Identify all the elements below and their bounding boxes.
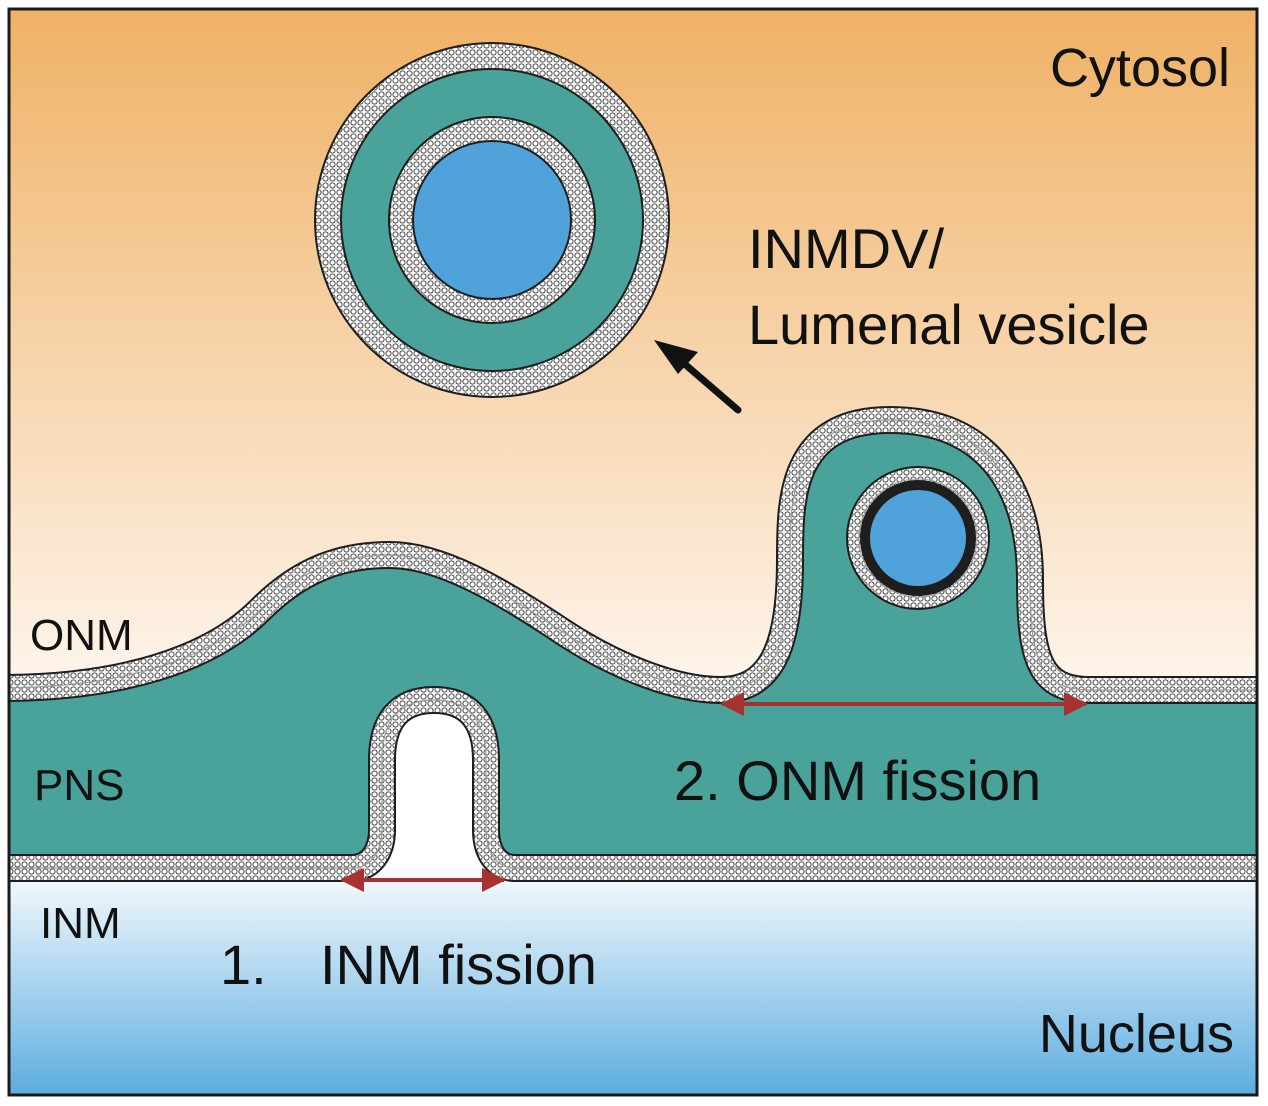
step1-label: INM fission <box>320 933 597 996</box>
nucleus-label: Nucleus <box>1039 1004 1234 1064</box>
vesicle-label-line2: Lumenal vesicle <box>748 293 1150 356</box>
inmdv-lumen <box>414 142 570 298</box>
step1-number: 1. <box>220 933 267 996</box>
step2-label: 2. ONM fission <box>674 749 1041 812</box>
figure-frame <box>7 7 1259 1097</box>
vesicle-label-line1: INMDV/ <box>748 217 944 280</box>
nucleus-region <box>8 860 1258 1096</box>
cytosol-label: Cytosol <box>1050 38 1230 98</box>
onm-label: ONM <box>30 611 133 660</box>
released-inmdv <box>314 42 670 398</box>
vesicle-lumen <box>870 490 966 586</box>
pns-label: PNS <box>34 761 124 810</box>
inm-bud-cavity <box>382 700 486 865</box>
arrow-up-left-icon <box>654 340 742 414</box>
inm-label: INM <box>40 899 121 948</box>
budding-lumenal-vesicle <box>846 466 990 610</box>
lipid-bilayer-icon <box>8 406 1258 882</box>
